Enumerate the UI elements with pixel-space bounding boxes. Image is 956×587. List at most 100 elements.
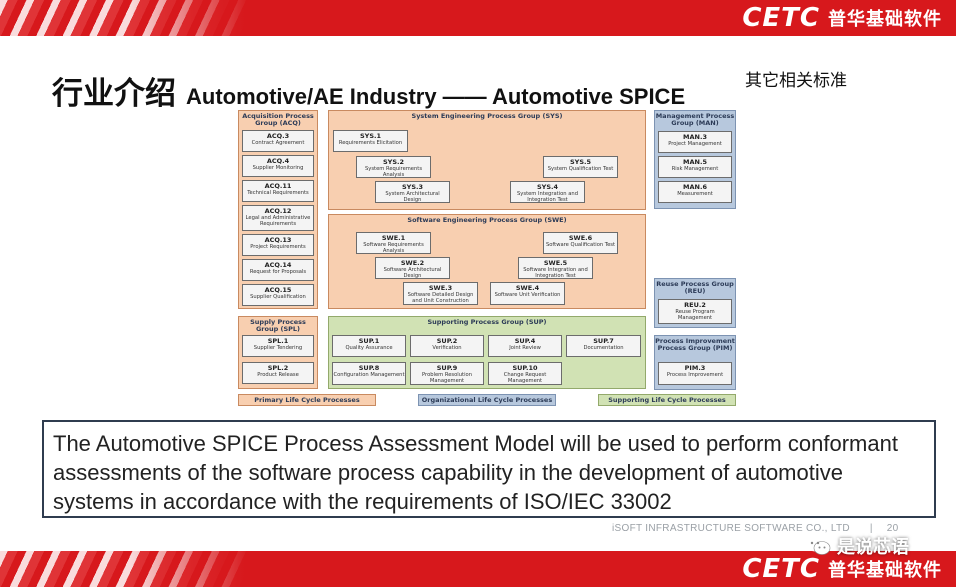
swe-group-title: Software Engineering Process Group (SWE) <box>407 216 567 224</box>
process-name: Process Improvement <box>666 372 724 378</box>
legend-supporting: Supporting Life Cycle Processes <box>598 394 736 406</box>
process-name: Legal and Administrative Requirements <box>245 215 311 227</box>
process-id: SUP.8 <box>358 364 380 372</box>
process-name: System Architectural Design <box>385 191 440 203</box>
process-id: MAN.5 <box>683 158 707 166</box>
process-name: System Requirements Analysis <box>364 166 423 178</box>
process-id: ACQ.14 <box>264 261 292 269</box>
process-id: ACQ.11 <box>264 182 292 190</box>
process-reference-model-diagram: Acquisition Process Group (ACQ) ACQ.3 Co… <box>238 110 738 410</box>
process-name: Software Architectural Design <box>383 267 442 279</box>
process-name: Problem Resolution Management <box>422 372 472 384</box>
cetc-logo: CETC <box>742 554 820 584</box>
process-reu-2: REU.2 Reuse Program Management <box>658 299 732 324</box>
process-name: Quality Assurance <box>345 345 393 351</box>
footer-company: iSOFT INFRASTRUCTURE SOFTWARE CO., LTD <box>612 523 850 534</box>
process-id: SPL.1 <box>267 337 289 345</box>
process-acq-11: ACQ.11 Technical Requirements <box>242 180 314 202</box>
legend-primary: Primary Life Cycle Processes <box>238 394 376 406</box>
process-name: System Qualification Test <box>547 166 614 172</box>
wechat-icon <box>806 536 831 555</box>
process-name: Measurement <box>677 191 713 197</box>
process-id: REU.2 <box>684 301 706 309</box>
process-swe-1: SWE.1 Software Requirements Analysis <box>356 232 431 254</box>
process-name: System Integration and Integration Test <box>517 191 578 203</box>
process-acq-15: ACQ.15 Supplier Qualification <box>242 284 314 306</box>
process-id: SUP.2 <box>436 337 458 345</box>
process-id: MAN.6 <box>683 183 707 191</box>
process-id: SUP.7 <box>593 337 614 345</box>
process-id: ACQ.4 <box>266 157 290 165</box>
process-id: SWE.4 <box>515 284 540 292</box>
footer: iSOFT INFRASTRUCTURE SOFTWARE CO., LTD|2… <box>612 523 899 534</box>
process-id: SYS.5 <box>569 158 592 166</box>
process-id: SUP.1 <box>358 337 380 345</box>
legend-organizational: Organizational Life Cycle Processes <box>418 394 556 406</box>
process-id: SWE.1 <box>381 234 406 242</box>
process-pim-3: PIM.3 Process Improvement <box>658 362 732 385</box>
process-swe-3: SWE.3 Software Detailed Design and Unit … <box>403 282 478 305</box>
process-sup-7: SUP.7 Documentation <box>566 335 641 357</box>
process-id: SUP.4 <box>514 337 536 345</box>
footer-band: CETC 普华基础软件 <box>0 551 956 587</box>
process-name: Change Request Management <box>503 372 547 384</box>
process-name: Software Detailed Design and Unit Constr… <box>407 292 474 304</box>
watermark-text: 是说芯语 <box>837 537 909 558</box>
process-id: ACQ.3 <box>266 132 290 140</box>
process-acq-4: ACQ.4 Supplier Monitoring <box>242 155 314 177</box>
process-name: Project Requirements <box>250 244 306 250</box>
brand-name: 普华基础软件 <box>828 560 942 581</box>
reu-group-title: Reuse Process Group (REU) <box>656 280 734 295</box>
process-name: Configuration Management <box>333 372 405 378</box>
process-id: SUP.9 <box>436 364 458 372</box>
process-name: Joint Review <box>509 345 541 351</box>
process-sys-5: SYS.5 System Qualification Test <box>543 156 618 178</box>
process-id: SWE.3 <box>428 284 453 292</box>
process-man-3: MAN.3 Project Management <box>658 131 732 153</box>
process-sup-8: SUP.8 Configuration Management <box>332 362 406 385</box>
sup-group-title: Supporting Process Group (SUP) <box>427 318 547 326</box>
process-acq-3: ACQ.3 Contract Agreement <box>242 130 314 152</box>
process-id: SWE.2 <box>400 259 425 267</box>
cetc-logo: CETC <box>742 3 820 33</box>
process-name: Project Management <box>668 141 722 147</box>
process-acq-12: ACQ.12 Legal and Administrative Requirem… <box>242 205 314 231</box>
decorative-stripes <box>0 551 250 587</box>
sys-group-title: System Engineering Process Group (SYS) <box>411 112 563 120</box>
process-name: Supplier Monitoring <box>252 165 304 171</box>
process-sys-2: SYS.2 System Requirements Analysis <box>356 156 431 178</box>
process-sup-9: SUP.9 Problem Resolution Management <box>410 362 484 385</box>
process-id: ACQ.12 <box>264 207 292 215</box>
process-name: Supplier Tendering <box>253 345 303 351</box>
process-id: SWE.6 <box>568 234 593 242</box>
process-id: ACQ.15 <box>264 286 292 294</box>
process-acq-14: ACQ.14 Request for Proposals <box>242 259 314 281</box>
process-spl-2: SPL.2 Product Release <box>242 362 314 384</box>
wechat-watermark: 是说芯语 <box>805 533 909 559</box>
process-name: Request for Proposals <box>249 269 307 275</box>
process-id: SYS.1 <box>359 132 382 140</box>
process-name: Software Integration and Integration Tes… <box>523 267 588 279</box>
decorative-stripes <box>0 0 250 36</box>
process-name: Software Unit Verification <box>494 292 561 298</box>
process-acq-13: ACQ.13 Project Requirements <box>242 234 314 256</box>
process-id: SYS.2 <box>382 158 405 166</box>
process-id: PIM.3 <box>684 364 706 372</box>
process-id: SWE.5 <box>543 259 568 267</box>
process-name: Supplier Qualification <box>250 294 306 300</box>
process-name: Product Release <box>257 372 299 378</box>
process-name: Documentation <box>583 345 624 351</box>
man-group-title: Management Process Group (MAN) <box>655 112 735 127</box>
process-man-5: MAN.5 Risk Management <box>658 156 732 178</box>
process-name: Contract Agreement <box>251 140 305 146</box>
brand: CETC 普华基础软件 <box>742 3 942 33</box>
process-name: Technical Requirements <box>247 190 309 196</box>
header-band: CETC 普华基础软件 <box>0 0 956 36</box>
process-sup-2: SUP.2 Verification <box>410 335 484 357</box>
process-sys-4: SYS.4 System Integration and Integration… <box>510 181 585 203</box>
process-sup-1: SUP.1 Quality Assurance <box>332 335 406 357</box>
process-name: Software Requirements Analysis <box>363 242 424 254</box>
title-chinese: 行业介绍 <box>52 76 176 112</box>
process-sup-10: SUP.10 Change Request Management <box>488 362 562 385</box>
page-number: 20 <box>886 523 899 534</box>
